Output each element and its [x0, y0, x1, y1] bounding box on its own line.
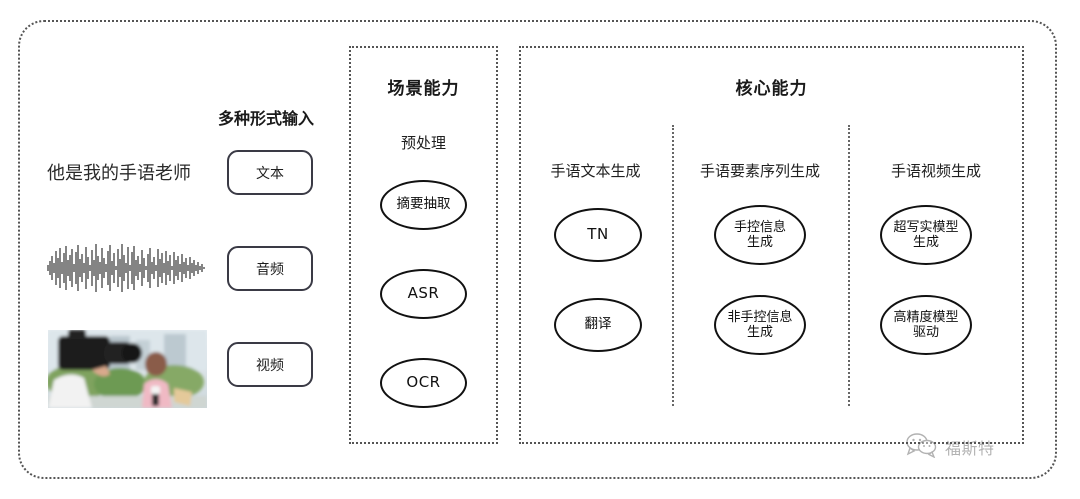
- node-label: TN: [587, 225, 609, 244]
- node-label: 翻译: [584, 316, 612, 333]
- scene-node-ocr[interactable]: OCR: [380, 358, 467, 408]
- core-node-hyperreal-model[interactable]: 超写实模型 生成: [880, 205, 972, 265]
- video-thumbnail-icon: [48, 330, 207, 408]
- modality-button-audio[interactable]: 音频: [227, 246, 313, 291]
- core-column-label-text-generation: 手语文本生成: [550, 162, 641, 180]
- core-node-high-precision-model[interactable]: 高精度模型 驱动: [880, 295, 972, 355]
- modality-button-text[interactable]: 文本: [227, 150, 313, 195]
- scene-section-title: 场景能力: [387, 79, 460, 99]
- wechat-bubble-icon: [905, 432, 939, 462]
- core-node-non-manual-info[interactable]: 非手控信息 生成: [714, 295, 806, 355]
- core-node-translate[interactable]: 翻译: [554, 298, 642, 352]
- node-label: 摘要抽取: [396, 196, 451, 213]
- video-thumbnail-svg: [48, 330, 207, 408]
- core-node-tn[interactable]: TN: [554, 208, 642, 262]
- node-label: OCR: [406, 373, 441, 392]
- core-column-label-video-generation: 手语视频生成: [890, 162, 981, 180]
- modality-label: 音频: [256, 261, 284, 278]
- scene-column-label-preprocess: 预处理: [400, 134, 446, 152]
- wechat-bubble-svg: [906, 433, 937, 459]
- node-label: 非手控信息 生成: [727, 309, 793, 340]
- node-label: 高精度模型 驱动: [893, 309, 959, 340]
- outer-frame: [18, 20, 1057, 479]
- node-label: ASR: [407, 284, 440, 303]
- scene-capability-box: 场景能力: [349, 46, 498, 444]
- core-column-divider-1: [672, 125, 674, 406]
- scene-node-asr[interactable]: ASR: [380, 269, 467, 319]
- modality-label: 文本: [256, 165, 284, 182]
- core-column-label-element-sequence: 手语要素序列生成: [699, 162, 820, 180]
- input-sample-text: 他是我的手语老师: [47, 163, 191, 184]
- waveform-svg: [47, 244, 205, 292]
- core-section-title: 核心能力: [735, 79, 808, 99]
- node-label: 超写实模型 生成: [893, 219, 959, 250]
- modality-button-video[interactable]: 视频: [227, 342, 313, 387]
- modality-label: 视频: [256, 357, 284, 374]
- node-label: 手控信息 生成: [733, 219, 786, 250]
- core-capability-box: 核心能力: [519, 46, 1024, 444]
- scene-node-summary[interactable]: 摘要抽取: [380, 180, 467, 230]
- core-column-divider-2: [848, 125, 850, 406]
- input-panel-heading: 多种形式输入: [218, 109, 315, 128]
- waveform-icon: [44, 243, 207, 293]
- watermark-text: 福斯特: [945, 439, 995, 458]
- watermark: 福斯特: [905, 432, 995, 462]
- core-node-manual-info[interactable]: 手控信息 生成: [714, 205, 806, 265]
